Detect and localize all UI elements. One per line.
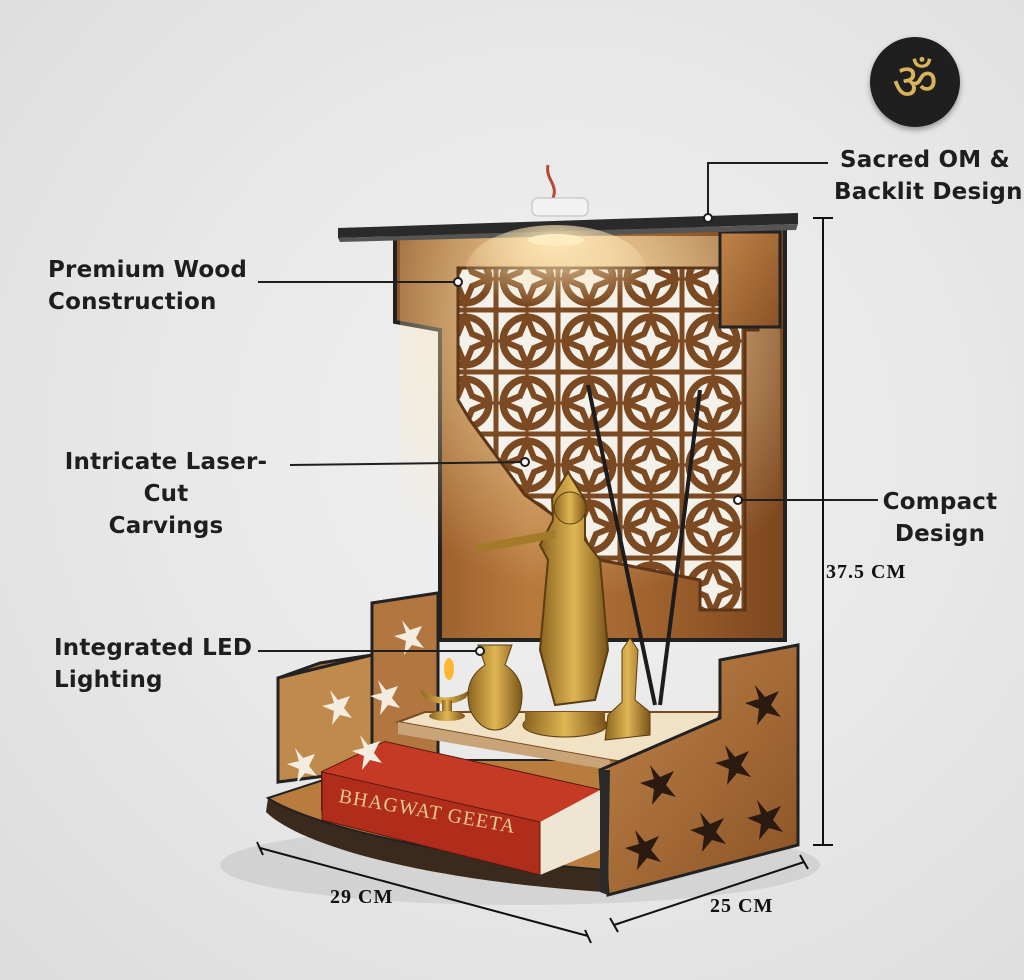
callout-lines	[258, 162, 878, 656]
wood-line2: Construction	[48, 289, 217, 315]
left-panel-cutouts	[287, 620, 424, 783]
incense-sticks	[586, 384, 702, 706]
krishna-idol	[475, 470, 610, 738]
height-dimension: 37.5 CM	[826, 561, 907, 583]
width-dimension: 29 CM	[330, 886, 394, 908]
diya-lamp	[420, 658, 470, 721]
backlit-line1: Sacred OM &	[840, 147, 1010, 173]
om-icon: ॐ	[892, 53, 938, 111]
carvings-line2: Carvings	[108, 513, 224, 539]
right-front-panel	[598, 643, 800, 897]
back-pillar	[718, 230, 782, 329]
carvings-line1: Intricate Laser-Cut	[64, 449, 268, 507]
led-line1: Integrated LED	[54, 635, 253, 661]
bhagwat-geeta-book: BHAGWAT GEETA	[321, 740, 601, 876]
wood-line1: Premium Wood	[48, 257, 248, 283]
compact-line1: Compact	[882, 489, 998, 515]
brass-stand	[604, 637, 651, 741]
compact-design-label: Compact Design	[880, 486, 1000, 550]
led-light	[466, 164, 646, 315]
backlit-line2: Backlit Design	[834, 179, 1023, 205]
kalash-pot	[467, 644, 523, 731]
premium-wood-label: Premium Wood Construction	[48, 254, 247, 318]
om-badge: ॐ	[870, 37, 960, 127]
dimension-lines	[256, 217, 833, 944]
compact-line2: Design	[894, 521, 986, 547]
backlit-design-label: Sacred OM & Backlit Design	[834, 144, 1023, 208]
depth-dimension: 25 CM	[710, 895, 774, 917]
led-lighting-label: Integrated LED Lighting	[54, 632, 252, 696]
laser-cut-label: Intricate Laser-Cut Carvings	[50, 446, 282, 542]
led-line2: Lighting	[54, 667, 163, 693]
